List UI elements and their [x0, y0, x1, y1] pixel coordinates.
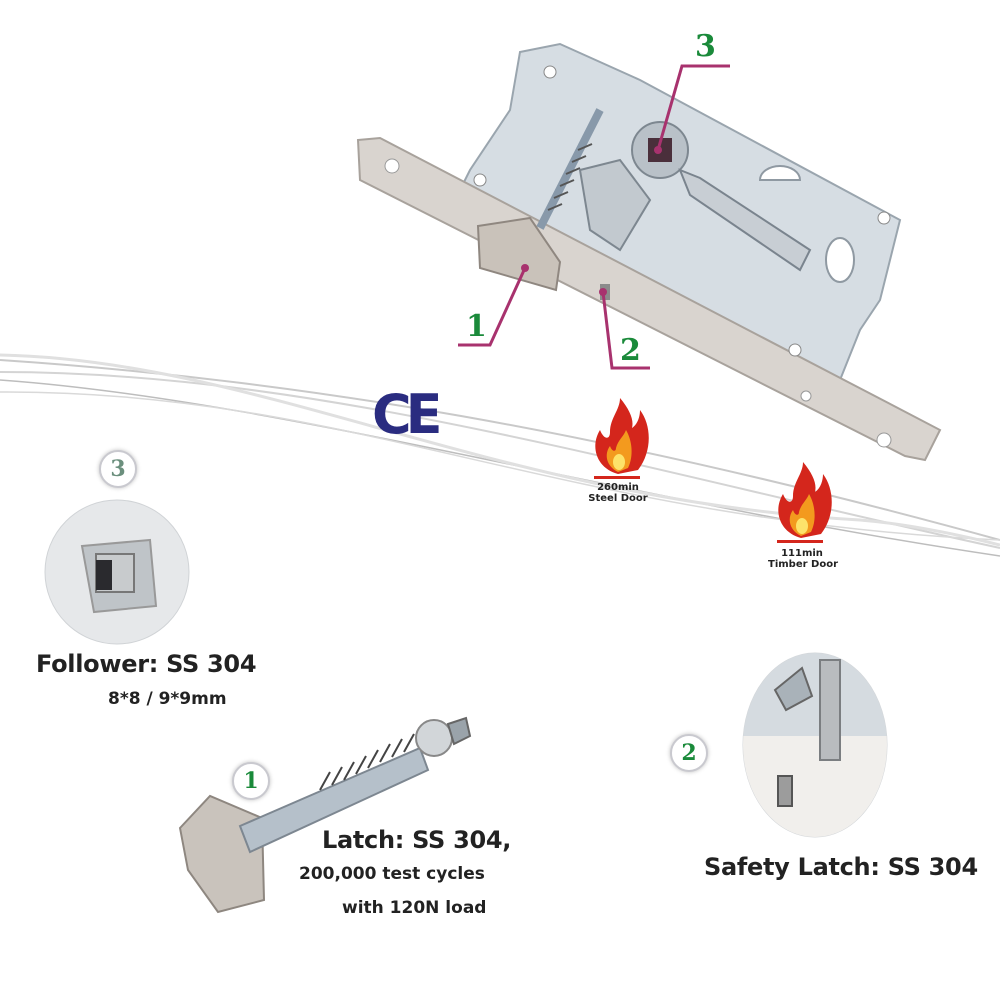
fire-rating-timber-door: Timber Door [768, 559, 838, 570]
latch-detail-line2: with 120N load [342, 898, 487, 918]
latch-title: Latch: SS 304, [322, 826, 512, 854]
callout-number-2: 2 [620, 333, 641, 368]
callout-number-1: 1 [466, 309, 487, 344]
fire-rating-steel: 260min Steel Door [588, 482, 648, 504]
safety-latch-badge: 2 [670, 734, 708, 772]
callout-number-3: 3 [695, 29, 716, 64]
latch-detail-line1: 200,000 test cycles [299, 864, 485, 884]
safety-latch-title: Safety Latch: SS 304 [704, 853, 978, 881]
fire-rating-timber-duration: 111min [781, 548, 823, 559]
follower-title: Follower: SS 304 [36, 650, 257, 678]
latch-badge: 1 [232, 762, 270, 800]
ce-mark: CE [372, 383, 442, 446]
fire-rating-steel-duration: 260min [597, 482, 639, 493]
follower-badge: 3 [99, 450, 137, 488]
fire-rating-steel-door: Steel Door [588, 493, 648, 504]
fire-rating-timber: 111min Timber Door [768, 548, 838, 570]
follower-detail: 8*8 / 9*9mm [108, 689, 227, 709]
